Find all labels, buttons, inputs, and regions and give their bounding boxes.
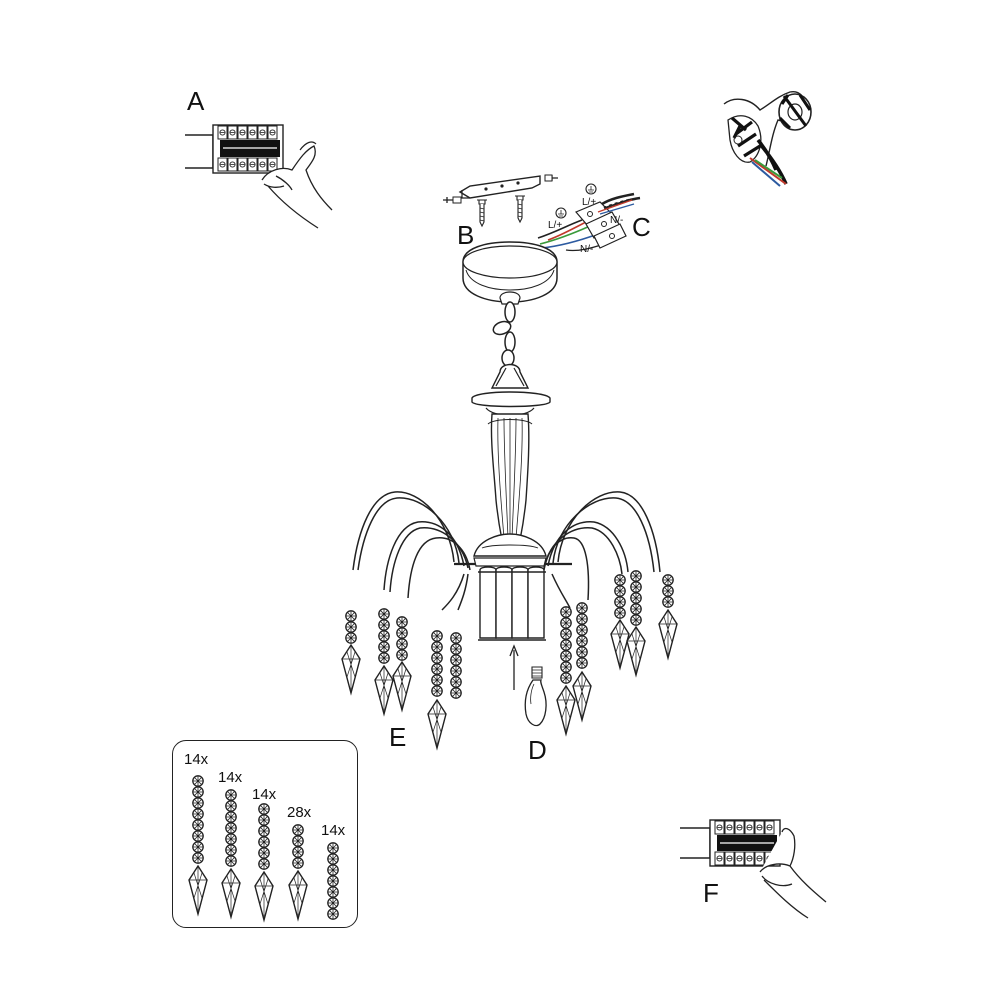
step-c-wiring-connector (537, 183, 641, 252)
chain (490, 301, 530, 389)
terminal-block-icon (185, 124, 284, 174)
step-label-d: D (528, 735, 547, 765)
step-f-terminal-illustration (680, 819, 827, 919)
step-a-terminal-illustration (185, 124, 333, 229)
terminal-block-icon (575, 201, 627, 249)
step-label-e: E (389, 722, 407, 752)
parts-count-strand-4: 28x (287, 804, 312, 821)
bulb-socket-cluster (478, 566, 546, 641)
step-label-c: C (632, 212, 651, 242)
bulb-icon (524, 666, 547, 727)
step-label-b: B (457, 220, 475, 250)
chandelier-body (454, 391, 572, 641)
chandelier-arms (352, 491, 661, 611)
parts-box (172, 740, 358, 928)
screw-icon (443, 174, 558, 227)
wire-label-live-left: L/+ (548, 220, 563, 231)
step-d-bulb (509, 644, 547, 727)
wire-label-neutral-bottom: N/- (580, 244, 594, 255)
wire-label-live-top: L/+ (582, 197, 597, 208)
parts-count-strand-5: 14x (321, 822, 346, 839)
parts-count-strand-2: 14x (218, 769, 243, 786)
hand-icon (261, 141, 333, 229)
step-label-a: A (187, 86, 205, 116)
parts-count-strand-3: 14x (252, 786, 277, 803)
parts-count-strand-1: 14x (184, 751, 209, 768)
terminal-block-icon (680, 819, 781, 867)
insulating-tape-icon (723, 91, 812, 187)
ceiling-canopy (462, 241, 558, 305)
step-b-mounting-hardware (443, 174, 558, 227)
wire-label-neutral-right: N/- (610, 215, 624, 226)
step-label-f: F (703, 878, 719, 908)
mounting-bracket-icon (458, 175, 541, 199)
hand-icon (759, 827, 827, 919)
